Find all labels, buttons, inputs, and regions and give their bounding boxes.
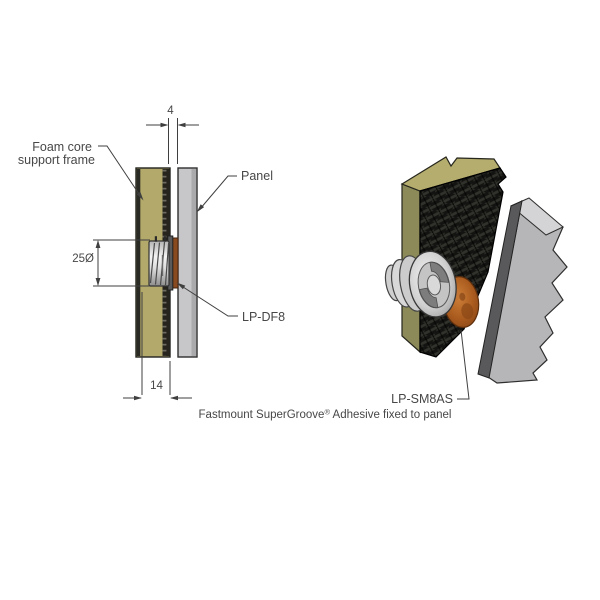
clip-label: LP-DF8 [242,310,285,324]
caption: Fastmount SuperGroove® Adhesive fixed to… [199,408,452,422]
clip-section [148,235,179,291]
adhesive-leader [457,329,470,400]
adhesive-strip-section [172,237,179,289]
clip-tab-left [154,236,157,242]
foam-core-label-line2: support frame [18,153,95,167]
clip-hub [426,274,442,296]
arrowhead [176,282,186,290]
clip-slot-3d [429,261,450,283]
clip-tab-right [163,236,166,242]
panel-left-edge [477,200,523,379]
dimension-diameter [93,239,150,287]
caption-suffix: Adhesive fixed to panel [330,409,451,421]
iso-view: LP-SM8AS Fastmount SuperGroove® Adhesive… [199,156,568,422]
clip-coils [149,241,170,286]
adhesive-mottle [459,292,466,301]
dimension-thickness [123,292,192,401]
registered-mark: ® [324,408,330,417]
arrowhead [95,278,101,286]
panel-edge-shade [191,169,196,356]
dim-thickness-value: 14 [150,380,163,392]
section-view: 4 25Ø 14 Foam core support frame [18,105,285,401]
panel-label: Panel [241,169,273,183]
panel-leader [196,175,237,213]
adhesive-label: LP-SM8AS [391,392,453,406]
panel-top-bevel [510,197,564,236]
arrowhead [170,395,178,401]
arrowhead [134,395,142,401]
arrowhead [160,122,169,128]
panel-face-3d [487,200,568,384]
dim-gap-value: 4 [167,105,174,117]
clip-3d [384,250,457,318]
clip-slot-3d [418,287,439,309]
panel-3d [477,197,568,384]
foam-core-left-skin [136,169,141,356]
arrowhead [196,204,205,213]
arrowhead [95,240,101,248]
arrowhead [136,191,144,201]
dim-diameter-value: 25Ø [72,253,94,265]
arrowhead [177,122,186,128]
panel-bar [177,167,198,358]
foam-core-leader [98,145,144,201]
clip-leader [176,282,238,317]
adhesive-mottle [461,303,474,320]
dimension-gap [146,118,199,164]
caption-product: Fastmount SuperGroove [199,409,325,421]
foam-core-label-line1: Foam core [32,140,92,154]
